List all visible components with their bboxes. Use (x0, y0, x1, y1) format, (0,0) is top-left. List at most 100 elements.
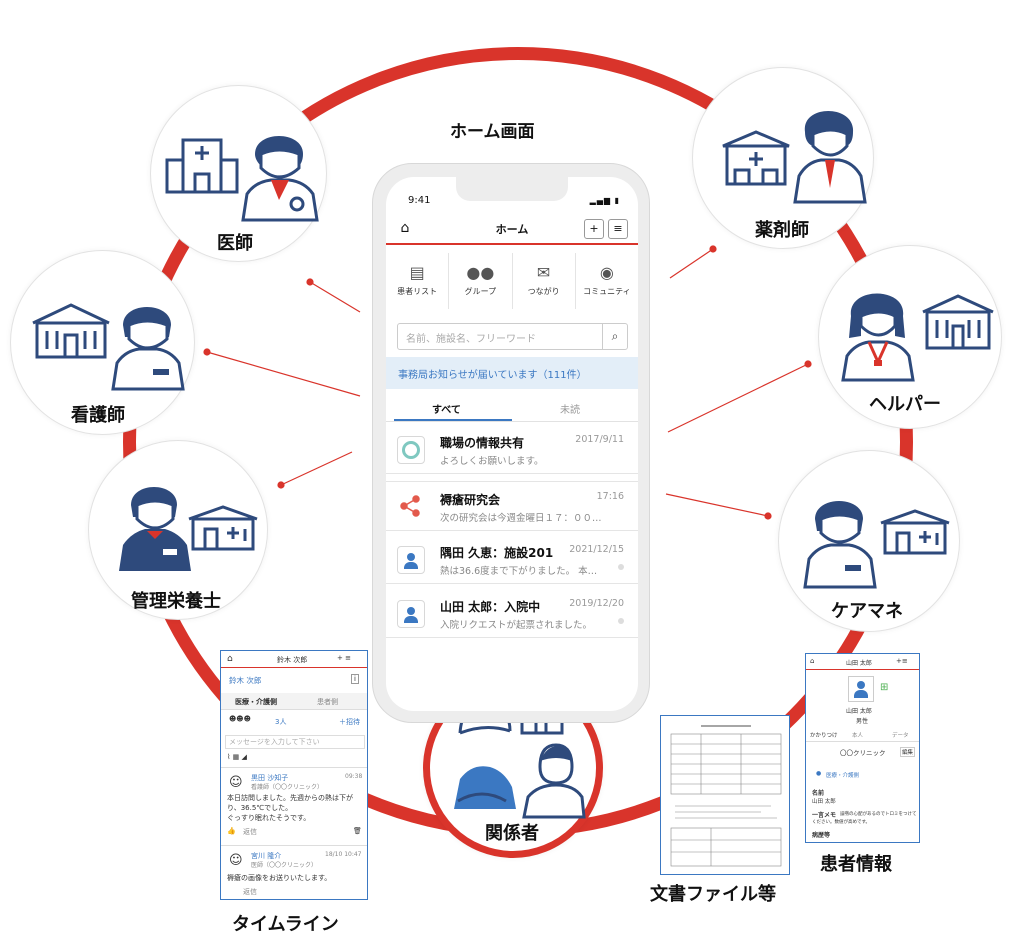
tab-indicator (394, 419, 512, 421)
node-label: 看護師 (71, 405, 125, 426)
patient-name: 鈴木 次郎 (229, 676, 262, 685)
ring-icon (397, 436, 425, 464)
home-icon: ⌂ (810, 657, 815, 665)
list-item[interactable]: 職場の情報共有 よろしくお願いします。 2017/9/11 (386, 425, 638, 474)
node-helper: ヘルパー (818, 245, 1002, 429)
facility-icon (922, 294, 994, 350)
care-office-icon (880, 509, 950, 555)
search-placeholder: 名前、施設名、フリーワード (406, 334, 536, 345)
node-label: ヘルパー (869, 394, 941, 415)
menu-item-patient-list[interactable]: ▤患者リスト (386, 253, 450, 309)
menu-item-group[interactable]: ●●グループ (449, 253, 513, 309)
list-item[interactable]: 隅田 久恵：施設201 熱は36.6度まで下がりました。 本… 2021/12/… (386, 535, 638, 584)
dietitian-icon (119, 487, 191, 571)
person-icon (848, 676, 874, 702)
pharmacy-icon (722, 130, 790, 186)
node-label: ケアマネ (831, 601, 903, 622)
edit-button[interactable]: 編集 (900, 747, 916, 757)
list-item[interactable]: 山田 太郎：入院中 入院リクエストが起票されました。 2019/12/20 (386, 589, 638, 638)
node-care-manager: ケアマネ (778, 450, 960, 632)
home-icon: ⌂ (227, 654, 233, 664)
avatar: ☺ (229, 775, 243, 790)
post-author: 黒田 沙知子 (251, 774, 289, 782)
menu-item-connections[interactable]: ✉つながり (513, 253, 576, 309)
group-icon: ●● (466, 263, 495, 282)
unread-dot (618, 618, 624, 624)
reply-link[interactable]: 返信 (243, 888, 257, 896)
message-input[interactable]: メッセージを入力して下さい (225, 735, 365, 749)
phone-frame: 9:41 ▂▄▆ ▮ ⌂ ホーム + ≡ ▤患者リスト ●●グループ ✉つながり… (372, 163, 650, 723)
documents-label: 文書ファイル等 (650, 884, 776, 905)
building-icon (32, 303, 110, 359)
patient-card: ⌂ 山田 太郎 +≡ ⊞ 山田 太郎 男性 かかりつけ 本人 データ 〇〇クリニ… (805, 653, 920, 843)
status-icons: ▂▄▆ ▮ (589, 196, 620, 205)
node-pharmacist: 薬剤師 (692, 67, 874, 249)
menu-icon[interactable]: ≡ (608, 219, 628, 239)
globe-icon: ◉ (599, 263, 614, 282)
node-label: 医師 (217, 233, 253, 254)
person-icon (397, 600, 425, 628)
tab-patient-side[interactable]: 患者側 (317, 698, 338, 706)
status-time: 9:41 (408, 195, 431, 206)
trash-icon[interactable]: 🗑 (353, 827, 362, 835)
node-nurse: 看護師 (10, 250, 195, 435)
phone-screen: 9:41 ▂▄▆ ▮ ⌂ ホーム + ≡ ▤患者リスト ●●グループ ✉つながり… (386, 177, 638, 711)
invite-link[interactable]: ＋招待 (339, 718, 360, 726)
like-icon[interactable]: 👍 (227, 827, 236, 835)
nurse-icon (111, 307, 185, 391)
app-header: ⌂ ホーム + ≡ (386, 213, 638, 245)
main-menu: ▤患者リスト ●●グループ ✉つながり ◉コミュニティ (386, 253, 638, 309)
search-input[interactable]: 名前、施設名、フリーワード ⌕ (397, 323, 628, 350)
node-label: 薬剤師 (755, 220, 809, 241)
header-title: ホーム (495, 223, 529, 236)
notice-text: 事務局お知らせが届いています（111件） (398, 370, 587, 381)
mail-icon: ✉ (536, 263, 551, 282)
node-dietitian: 管理栄養士 (88, 440, 268, 620)
add-user-icon[interactable]: + (584, 219, 604, 239)
connector-dot (306, 278, 314, 286)
share-icon (397, 493, 423, 519)
unread-dot (618, 564, 624, 570)
info-icon[interactable]: i (351, 674, 359, 684)
document-card (660, 715, 790, 875)
tab-bar: すべて 未読 (386, 395, 638, 422)
list-item[interactable]: 褥瘡研究会 次の研究会は今週金曜日１７：００… 17:16 (386, 481, 638, 531)
pharmacist-icon (793, 111, 867, 204)
node-doctor: 医師 (150, 85, 327, 262)
add-user-icon: + ≡ (337, 654, 351, 662)
avatar: ☺ (229, 853, 243, 868)
care-manager-icon (803, 501, 877, 589)
timeline-header: ⌂ 鈴木 次郎 + ≡ (221, 651, 367, 668)
hospital-icon (165, 138, 239, 194)
team-icon: ● (816, 770, 822, 777)
clinic-icon (188, 505, 258, 551)
menu-item-community[interactable]: ◉コミュニティ (576, 253, 638, 309)
tab-care-side[interactable]: 医療・介護側 (235, 698, 277, 706)
id-card-icon: ▤ (409, 263, 425, 282)
phone-notch (456, 177, 568, 201)
document-thumbnail (670, 725, 782, 867)
add-user-icon: +≡ (896, 657, 908, 665)
timeline-label: タイムライン (232, 914, 339, 935)
notice-banner[interactable]: 事務局お知らせが届いています（111件） (386, 357, 638, 389)
doctor-icon (241, 136, 319, 222)
attach-icons[interactable]: ⌇ ▦ ◢ (227, 753, 247, 761)
patient-name: 山田 太郎 (846, 708, 872, 715)
person-icon (397, 546, 425, 574)
add-icon[interactable]: ⊞ (880, 682, 889, 693)
diagram-title: ホーム画面 (450, 122, 535, 142)
home-icon[interactable]: ⌂ (400, 220, 410, 236)
timeline-card: ⌂ 鈴木 次郎 + ≡ 鈴木 次郎 i 医療・介護側 患者側 ☻☻☻ 3人 ＋招… (220, 650, 368, 900)
tab-unread[interactable]: 未読 (560, 405, 580, 416)
helper-icon (841, 293, 915, 382)
search-icon[interactable]: ⌕ (602, 324, 627, 349)
post-author: 宮川 隆介 (251, 852, 282, 860)
tab-all[interactable]: すべて (432, 405, 461, 416)
member-count: 3人 (275, 718, 287, 726)
member-avatars: ☻☻☻ (229, 715, 251, 723)
node-label: 関係者 (485, 823, 539, 844)
node-label: 管理栄養士 (131, 591, 221, 612)
reply-link[interactable]: 返信 (243, 828, 257, 836)
patient-info-label: 患者情報 (820, 854, 892, 875)
